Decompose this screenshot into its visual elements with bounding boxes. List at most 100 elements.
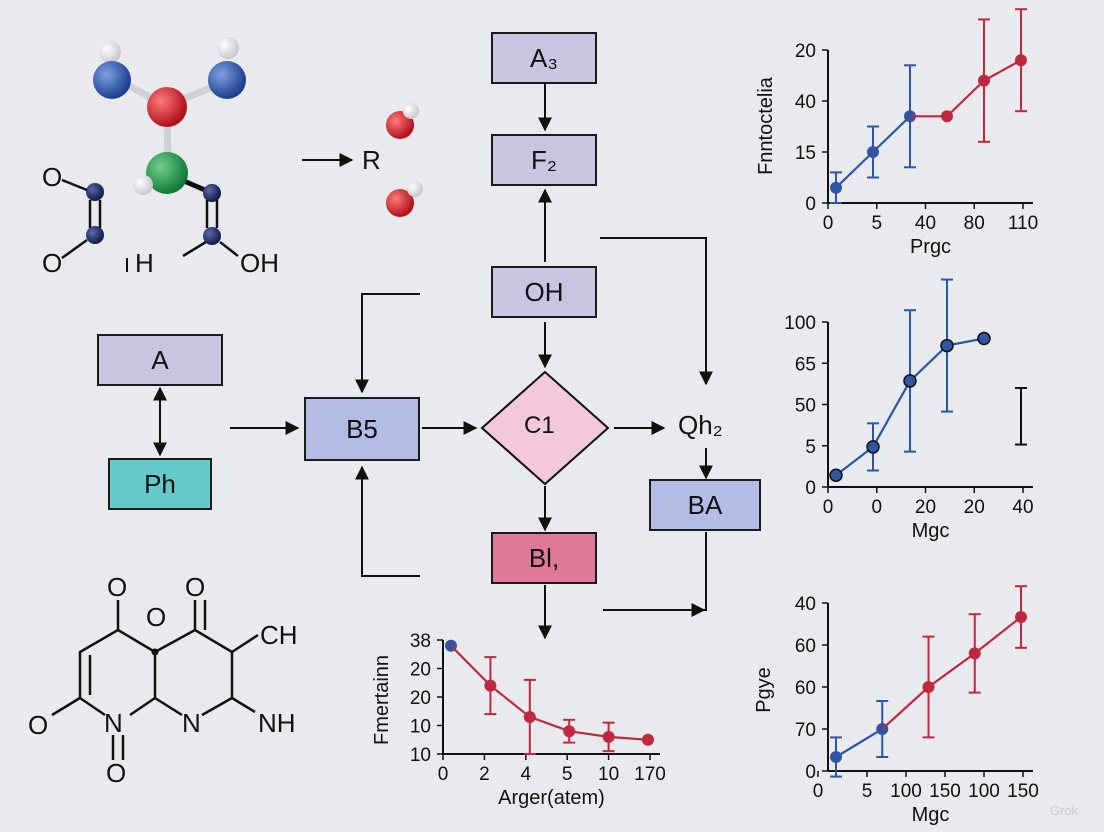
y-tick-label: 15 bbox=[795, 143, 816, 164]
y-tick-label: 0 bbox=[805, 194, 816, 215]
x-tick-label: 5 bbox=[562, 764, 573, 785]
watermark-text: Grok bbox=[1049, 803, 1078, 818]
atom-label-h: H bbox=[135, 248, 154, 278]
node-a: A bbox=[97, 334, 223, 386]
y-tick-label: 70 bbox=[795, 720, 816, 741]
atom-label-o: O bbox=[42, 248, 63, 278]
y-tick-label: 38 bbox=[410, 631, 431, 652]
node-bl: Bl, bbox=[491, 532, 597, 584]
y-tick-label: 20 bbox=[410, 660, 431, 681]
data-point bbox=[922, 681, 935, 693]
molecule-3d-top bbox=[61, 37, 246, 272]
x-tick-label: 150 bbox=[1007, 781, 1039, 802]
y-tick-label: 0 bbox=[805, 478, 816, 499]
data-point bbox=[1015, 611, 1027, 623]
x-tick-label: 20 bbox=[964, 497, 985, 518]
data-point bbox=[866, 440, 880, 454]
node-qh2: Qh₂ bbox=[678, 410, 723, 440]
node-c1-label: C1 bbox=[524, 412, 555, 439]
atom-label-o: O bbox=[146, 602, 167, 632]
x-tick-label: 40 bbox=[915, 213, 936, 234]
atom-label-o: O bbox=[106, 758, 127, 788]
atom-label-o: O bbox=[185, 572, 206, 602]
x-tick-label: 0 bbox=[438, 764, 449, 785]
data-point bbox=[484, 679, 497, 692]
series-line bbox=[910, 59, 1022, 118]
series-line bbox=[881, 616, 1022, 730]
node-ph: Ph bbox=[108, 458, 212, 510]
molecule-skeletal-bottom bbox=[51, 600, 259, 760]
y-tick-label: 60 bbox=[795, 678, 816, 699]
x-tick-label: 150 bbox=[929, 781, 961, 802]
y-axis-label: Fnntoctelia bbox=[755, 76, 777, 175]
flowchart-connectors bbox=[153, 83, 713, 640]
data-point bbox=[830, 181, 842, 194]
data-point bbox=[903, 374, 917, 388]
node-b5: B5 bbox=[304, 397, 420, 461]
x-tick-label: 100 bbox=[968, 781, 1000, 802]
data-point bbox=[830, 751, 842, 763]
node-c1-diamond bbox=[480, 370, 610, 486]
y-tick-label: 60 bbox=[795, 636, 816, 657]
series-line bbox=[450, 644, 649, 741]
atom-label-oh: OH bbox=[240, 248, 279, 278]
water-molecules bbox=[386, 103, 423, 217]
x-tick-label: 2 bbox=[479, 764, 490, 785]
atom-label-o: O bbox=[28, 710, 49, 740]
y-tick-label: 5 bbox=[805, 437, 816, 458]
x-tick-label: 170 bbox=[634, 764, 666, 785]
x-tick-label: 100 bbox=[890, 781, 922, 802]
atom-label-n: N bbox=[182, 708, 201, 738]
data-point bbox=[642, 733, 654, 746]
data-point bbox=[523, 710, 536, 723]
data-point bbox=[968, 647, 981, 660]
x-tick-label: 0 bbox=[823, 497, 834, 518]
y-tick-label: 20 bbox=[795, 41, 816, 62]
node-a3: A₃ bbox=[491, 32, 597, 84]
y-tick-label: 40 bbox=[795, 92, 816, 113]
atom-label-nh: NH bbox=[258, 708, 296, 738]
y-tick-label: 10 bbox=[410, 745, 431, 766]
node-ba: BA bbox=[649, 479, 761, 531]
y-tick-label: 20 bbox=[410, 688, 431, 709]
x-tick-label: 5 bbox=[862, 781, 873, 802]
x-axis-label: Arger(atem) bbox=[498, 787, 605, 809]
x-tick-label: 0 bbox=[871, 497, 882, 518]
atom-label-o: O bbox=[42, 162, 63, 192]
node-oh: OH bbox=[491, 266, 597, 318]
x-tick-label: 20 bbox=[915, 497, 936, 518]
x-tick-label: 10 bbox=[598, 764, 619, 785]
x-axis-label: Mgc bbox=[912, 520, 950, 542]
data-point bbox=[978, 74, 990, 87]
x-tick-label: 5 bbox=[871, 213, 882, 234]
y-tick-label: 50 bbox=[795, 396, 816, 417]
x-tick-label: 0 bbox=[823, 213, 834, 234]
y-axis-label: Pgye bbox=[753, 667, 775, 713]
x-axis-label: Prgc bbox=[910, 236, 951, 258]
atom-label-ch: CH bbox=[260, 620, 298, 650]
x-tick-label: 4 bbox=[521, 764, 532, 785]
y-tick-label: 100 bbox=[784, 313, 816, 334]
x-tick-label: 40 bbox=[1012, 497, 1033, 518]
atom-label-n: N bbox=[104, 708, 123, 738]
data-point bbox=[941, 110, 953, 123]
y-tick-label: 40 bbox=[795, 594, 816, 615]
data-point bbox=[977, 331, 991, 346]
x-tick-label: 0 bbox=[813, 781, 824, 802]
x-axis-label: Mgc bbox=[912, 804, 950, 826]
data-point bbox=[602, 730, 615, 743]
x-tick-label: 110 bbox=[1008, 213, 1038, 234]
node-f2: F₂ bbox=[491, 134, 597, 186]
x-tick-label: 80 bbox=[964, 213, 985, 234]
y-axis-label: Fmertainn bbox=[371, 655, 393, 745]
data-point bbox=[829, 468, 843, 482]
data-point bbox=[563, 725, 576, 738]
y-tick-label: 65 bbox=[795, 354, 816, 375]
y-tick-label: 0 bbox=[805, 762, 816, 783]
data-point bbox=[1015, 54, 1027, 67]
